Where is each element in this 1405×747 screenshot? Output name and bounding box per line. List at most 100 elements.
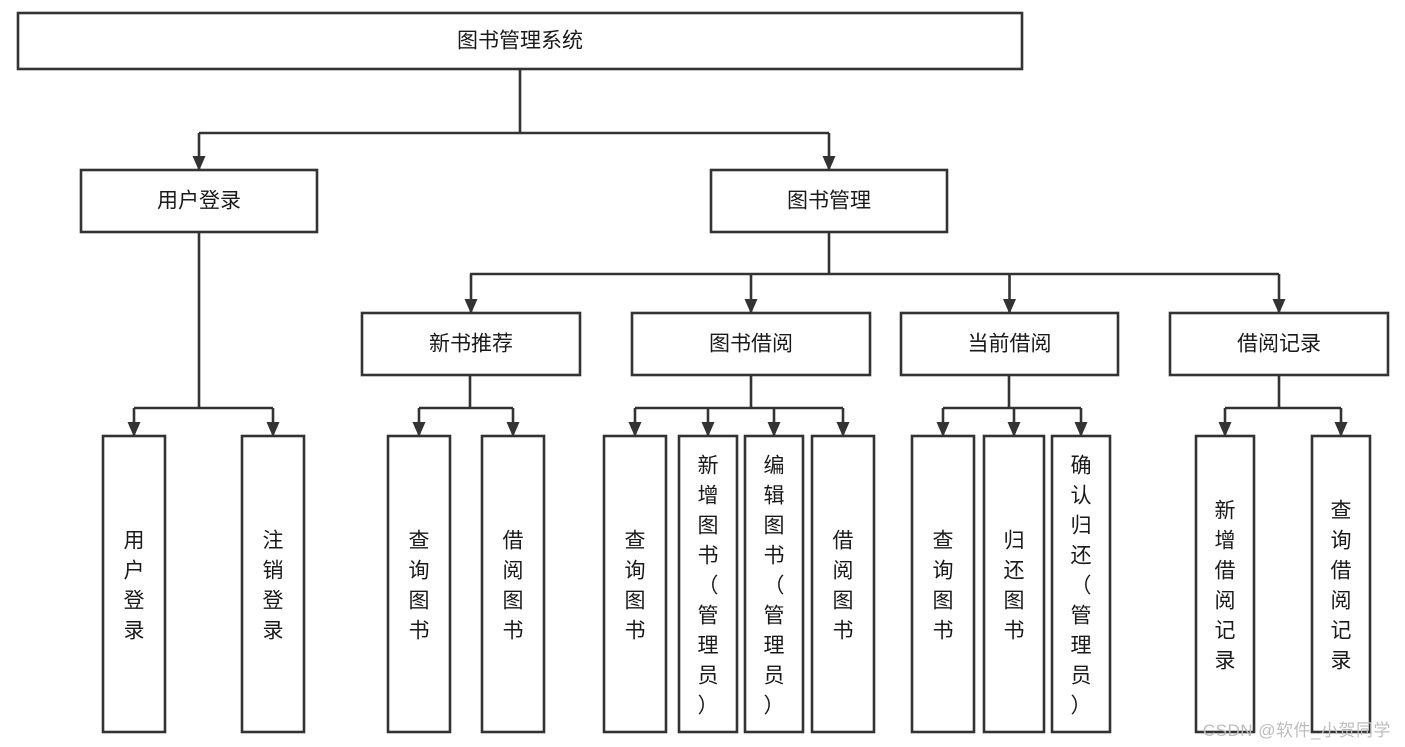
connectors-layer	[127, 69, 1348, 437]
edge-book-borrow-to-leaf-edit-book	[767, 408, 781, 437]
arrow-head-icon	[836, 422, 850, 437]
edge-current-borrow-to-leaf-confirm-return	[1074, 408, 1088, 437]
node-label: 图书管理系统	[457, 30, 583, 53]
arrow-head-icon	[1003, 299, 1016, 314]
node-label: 用户登录	[157, 190, 241, 213]
arrow-head-icon	[464, 299, 478, 314]
node-box[interactable]	[677, 434, 739, 734]
node-box[interactable]	[709, 168, 949, 234]
edge-user-login-to-leaf-user-login	[127, 408, 141, 437]
node-label: 用户登录	[124, 529, 145, 642]
node-leaf-confirm-return[interactable]: 确认归还（管理员）	[1050, 434, 1112, 734]
edge-borrow-record-to-leaf-query-record	[1334, 408, 1348, 437]
edge-book-borrow-to-leaf-borrow-book	[836, 408, 850, 437]
node-label: 确认归还（管理员）	[1071, 454, 1092, 717]
node-box[interactable]	[1050, 434, 1112, 734]
node-box[interactable]	[1194, 434, 1256, 734]
connector-group	[419, 375, 513, 410]
node-box[interactable]	[602, 434, 668, 734]
node-new-book-recommend[interactable]: 新书推荐	[360, 311, 582, 377]
arrow-head-icon	[192, 156, 206, 171]
edge-book-manage-to-book-borrow	[744, 274, 758, 314]
edge-user-login-to-leaf-logout	[266, 408, 280, 437]
node-box[interactable]	[360, 311, 582, 377]
node-label: 查询图书	[933, 529, 954, 642]
node-label: 当前借阅	[968, 333, 1052, 356]
edge-borrow-record-to-leaf-add-record	[1218, 408, 1232, 437]
node-leaf-logout[interactable]: 注销登录	[240, 434, 306, 734]
arrow-head-icon	[1334, 422, 1348, 437]
nodes-layer: 图书管理系统用户登录图书管理新书推荐图书借阅当前借阅借阅记录用户登录注销登录查询…	[16, 11, 1390, 734]
node-current-borrow[interactable]: 当前借阅	[899, 311, 1120, 377]
arrow-head-icon	[936, 422, 950, 437]
node-label: 新书推荐	[429, 333, 513, 356]
node-box[interactable]	[240, 434, 306, 734]
edge-book-borrow-to-leaf-query-book-borrow	[628, 408, 642, 437]
arrow-head-icon	[1007, 422, 1021, 437]
connector-group	[1225, 375, 1341, 410]
arrow-head-icon	[266, 422, 280, 437]
arrow-head-icon	[822, 156, 836, 171]
node-label: 归还图书	[1004, 529, 1025, 642]
node-label: 查询借阅记录	[1331, 499, 1352, 672]
node-label: 图书管理	[787, 190, 871, 213]
node-label: 借阅图书	[833, 529, 854, 642]
node-box[interactable]	[899, 311, 1120, 377]
edge-current-borrow-to-leaf-query-book-cur	[936, 408, 950, 437]
node-leaf-edit-book[interactable]: 编辑图书（管理员）	[743, 434, 805, 734]
node-box[interactable]	[982, 434, 1046, 734]
node-leaf-query-record[interactable]: 查询借阅记录	[1310, 434, 1372, 734]
node-box[interactable]	[810, 434, 876, 734]
node-box[interactable]	[910, 434, 976, 734]
edge-book-manage-to-current-borrow	[1003, 274, 1016, 314]
node-label: 借阅记录	[1237, 333, 1321, 356]
edge-book-manage-to-borrow-record	[1272, 274, 1286, 314]
node-root[interactable]: 图书管理系统	[16, 11, 1024, 71]
node-user-login[interactable]: 用户登录	[79, 168, 319, 234]
node-box[interactable]	[386, 434, 452, 734]
connector-group	[470, 232, 1279, 276]
node-box[interactable]	[1168, 311, 1390, 377]
node-leaf-borrow-book[interactable]: 借阅图书	[810, 434, 876, 734]
node-label: 查询图书	[409, 529, 430, 642]
node-label: 查询图书	[625, 529, 646, 642]
node-box[interactable]	[101, 434, 167, 734]
arrow-head-icon	[628, 422, 642, 437]
node-book-manage[interactable]: 图书管理	[709, 168, 949, 234]
node-box[interactable]	[743, 434, 805, 734]
node-label: 新增图书（管理员）	[698, 454, 719, 717]
node-box[interactable]	[1310, 434, 1372, 734]
node-box[interactable]	[630, 311, 872, 377]
node-borrow-record[interactable]: 借阅记录	[1168, 311, 1390, 377]
node-box[interactable]	[79, 168, 319, 234]
node-box[interactable]	[480, 434, 546, 734]
node-leaf-return-book[interactable]: 归还图书	[982, 434, 1046, 734]
node-leaf-query-book-cur[interactable]: 查询图书	[910, 434, 976, 734]
node-leaf-borrow-book-rec[interactable]: 借阅图书	[480, 434, 546, 734]
node-box[interactable]	[16, 11, 1024, 71]
node-leaf-query-book-borrow[interactable]: 查询图书	[602, 434, 668, 734]
edge-root-to-book-manage	[822, 133, 836, 171]
arrow-head-icon	[701, 422, 715, 437]
node-label: 图书借阅	[709, 333, 793, 356]
connector-group	[943, 375, 1081, 410]
edge-book-borrow-to-leaf-add-book	[701, 408, 715, 437]
arrow-head-icon	[127, 422, 141, 437]
connector-group	[134, 232, 273, 410]
arrow-head-icon	[767, 422, 781, 437]
node-label: 借阅图书	[503, 529, 524, 642]
connector-group	[635, 375, 843, 410]
node-book-borrow[interactable]: 图书借阅	[630, 311, 872, 377]
edge-new-book-recommend-to-leaf-borrow-book-rec	[506, 408, 520, 437]
node-leaf-add-record[interactable]: 新增借阅记录	[1194, 434, 1256, 734]
node-label: 注销登录	[263, 529, 284, 642]
node-label: 新增借阅记录	[1215, 499, 1236, 672]
node-leaf-add-book[interactable]: 新增图书（管理员）	[677, 434, 739, 734]
arrow-head-icon	[506, 422, 520, 437]
node-leaf-user-login[interactable]: 用户登录	[101, 434, 167, 734]
arrow-head-icon	[1272, 299, 1286, 314]
node-leaf-query-book-rec[interactable]: 查询图书	[386, 434, 452, 734]
connector-group	[199, 69, 829, 135]
